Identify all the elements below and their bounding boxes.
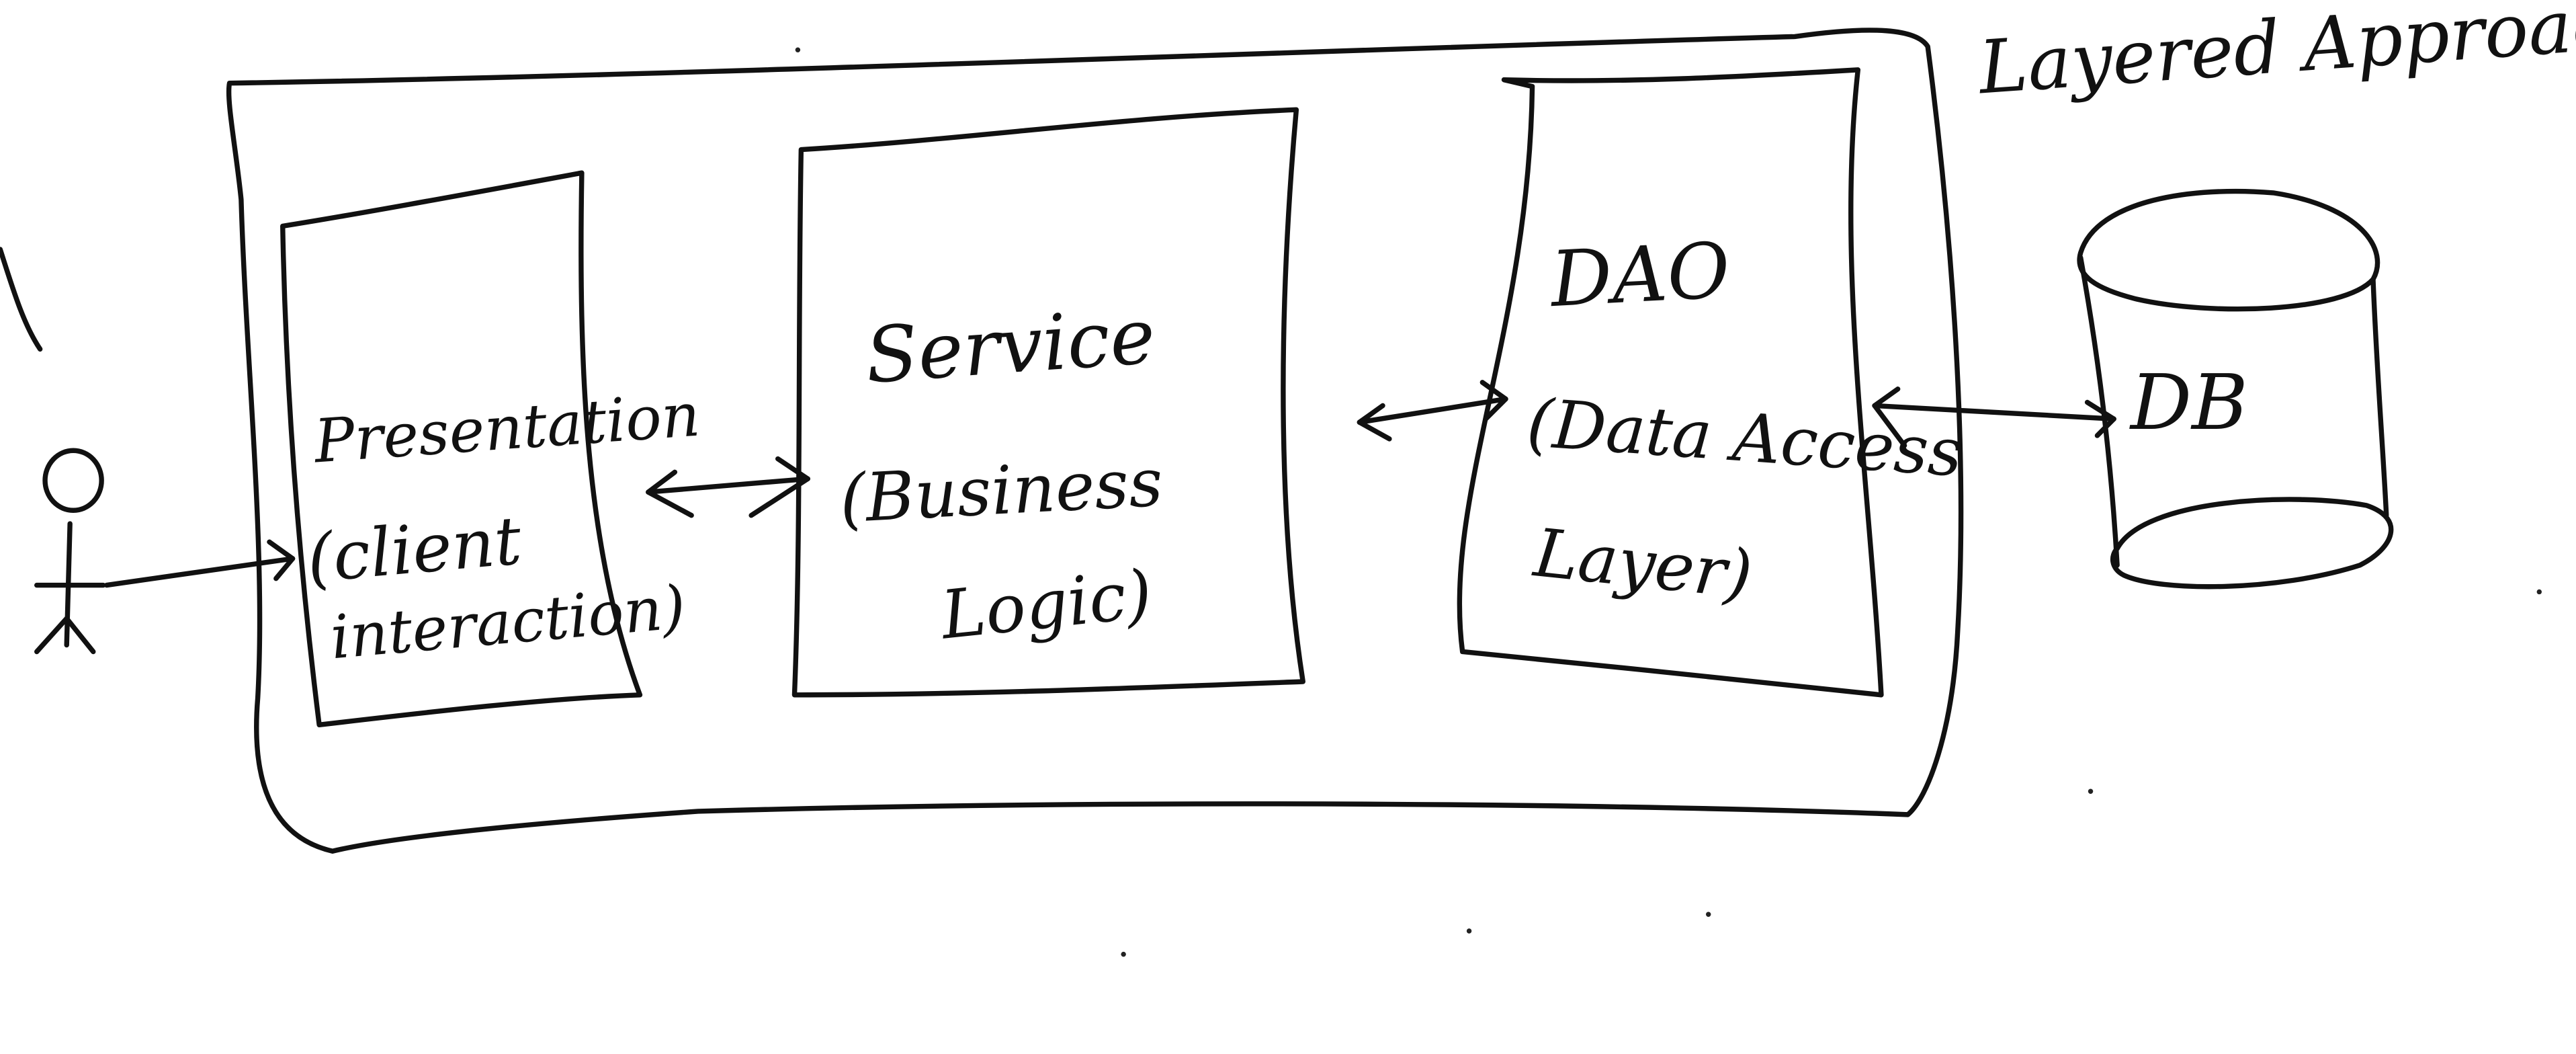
diagram-title: Layered Approach	[1975, 0, 2576, 111]
user-to-presentation-arrow	[103, 539, 296, 588]
application-boundary	[226, 28, 1964, 854]
stray-dot	[2536, 589, 2542, 595]
service-box	[791, 107, 1305, 698]
presentation-service-arrow	[646, 456, 810, 518]
service-detail-line2: Logic)	[937, 555, 1156, 654]
database-left-side	[2078, 255, 2120, 568]
stray-dot	[1706, 911, 1711, 917]
database-label: DB	[2129, 358, 2248, 447]
stray-dot	[2088, 788, 2094, 794]
database-cylinder: DB	[2077, 188, 2394, 590]
service-detail-line1: (Business	[838, 444, 1164, 538]
dao-box	[1457, 67, 1884, 698]
database-top-ellipse	[2077, 188, 2380, 312]
service-label: Service	[863, 291, 1158, 401]
user-actor-icon	[34, 448, 106, 655]
stray-stroke	[0, 247, 43, 352]
service-dao-arrow	[1357, 380, 1508, 442]
stray-dot	[1466, 928, 1472, 934]
stray-dot	[795, 47, 801, 52]
presentation-detail-line1: (client	[304, 502, 524, 598]
database-right-side	[2370, 276, 2389, 518]
database-bottom-ellipse	[2110, 497, 2394, 590]
dao-db-arrow	[1872, 387, 2116, 448]
presentation-box	[280, 170, 643, 728]
presentation-label: Presentation	[310, 380, 702, 477]
dao-label: DAO	[1547, 225, 1732, 324]
dao-detail-line2: Layer)	[1529, 514, 1756, 614]
stray-dot	[1121, 951, 1126, 957]
